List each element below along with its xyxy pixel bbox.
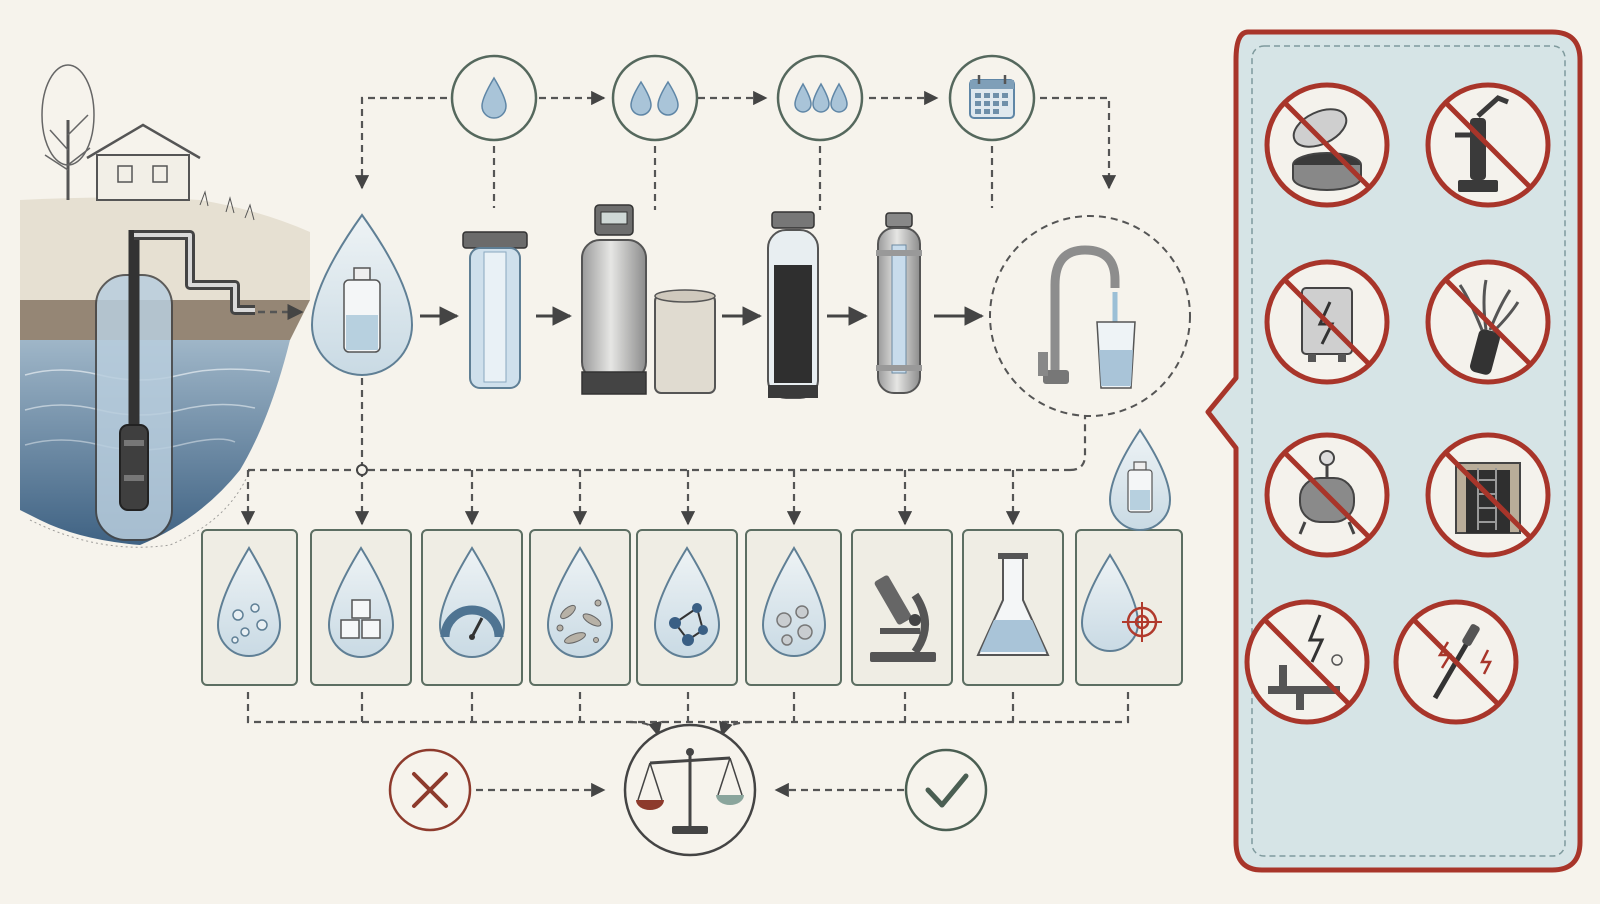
ph-gauge-icon (421, 529, 523, 686)
wires-cable-icon (1425, 259, 1551, 385)
test-distribution-lines (240, 378, 1087, 526)
lab-flask-icon (962, 529, 1064, 686)
probe-spark-icon (1393, 599, 1519, 725)
house-icon (86, 123, 201, 201)
balance-scale-icon (623, 723, 757, 857)
target-contaminant-icon (1075, 529, 1183, 686)
tap-sample-bottle (1108, 428, 1172, 531)
calendar-icon (948, 54, 1036, 142)
result-collection-lines (246, 692, 1130, 798)
mineral-bubbles-icon (745, 529, 842, 686)
uv-sterilizer (876, 212, 922, 394)
electrical-pipe-spark-icon (1244, 599, 1370, 725)
pressure-tank-icon (1264, 432, 1390, 558)
sediment-filter (462, 231, 528, 389)
well-scene (20, 64, 310, 548)
kitchen-tap-with-glass (989, 215, 1191, 417)
tree-icon (41, 64, 95, 200)
fail-x-icon (388, 748, 472, 832)
open-well-cap-icon (1264, 82, 1390, 208)
three-drops-icon (776, 54, 864, 142)
electrical-box-icon (1264, 259, 1390, 385)
bacteria-icon (529, 529, 631, 686)
hand-pump-icon (1425, 82, 1551, 208)
microscope-icon (851, 529, 953, 686)
pass-check-icon (904, 748, 988, 832)
water-softener (581, 204, 716, 395)
sample-bottle-drop (310, 213, 414, 376)
single-drop-icon (450, 54, 538, 142)
carbon-filter (767, 211, 819, 399)
molecule-icon (636, 529, 738, 686)
prohibited-locations-panel (1205, 29, 1583, 873)
frequency-row (354, 90, 1117, 210)
two-drops-icon (611, 54, 699, 142)
hardness-cubes-icon (310, 529, 412, 686)
test-parameter-row (201, 529, 1183, 686)
dissolved-particles-icon (201, 529, 298, 686)
well-pit-ladder-icon (1425, 432, 1551, 558)
